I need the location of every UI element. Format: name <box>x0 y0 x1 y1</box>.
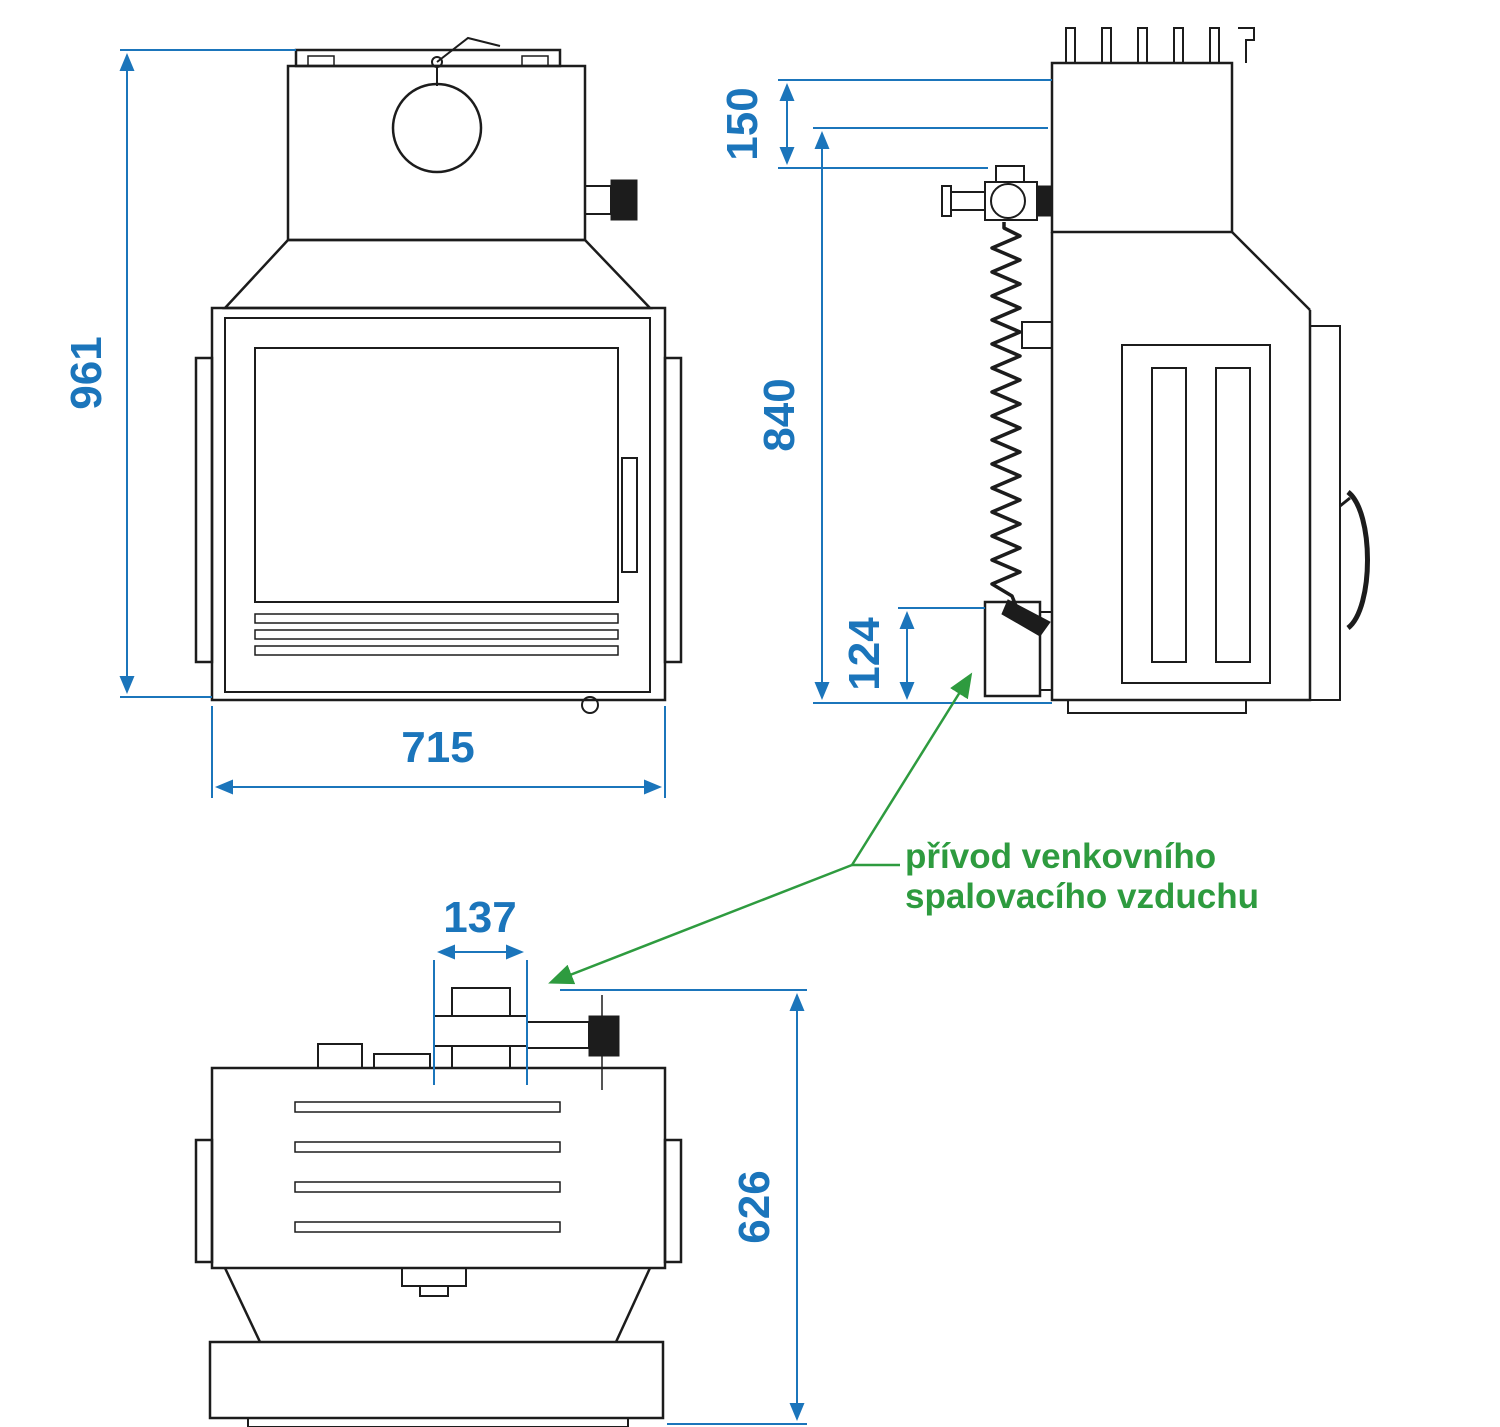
air-valve-end-plate <box>941 185 952 217</box>
bottom-slat <box>294 1221 561 1233</box>
top-fin <box>1173 27 1184 64</box>
annotation-arrow-to-side-view <box>850 672 973 866</box>
dim-label-840: 840 <box>755 378 804 451</box>
top-fin-hook <box>1238 27 1255 63</box>
front-grill-slat <box>254 629 619 640</box>
top-fin <box>1137 27 1148 64</box>
side-door-edge <box>1309 325 1341 701</box>
top-fin <box>1101 27 1112 64</box>
side-body-outline <box>1050 232 1312 702</box>
side-door-handle <box>1346 490 1370 630</box>
air-inlet-connector <box>1039 611 1053 691</box>
front-bottom-knob <box>581 696 599 714</box>
annotation-arrow-to-bottom-view <box>548 863 853 985</box>
side-hood-slope <box>1231 231 1311 311</box>
bottom-body <box>210 1066 667 1270</box>
air-connector-stub <box>451 987 511 1017</box>
bottom-slat <box>294 1181 561 1193</box>
annotation-text-line1: přívod venkovního <box>905 837 1216 876</box>
air-connector-pipe <box>526 1021 590 1049</box>
side-upper-box <box>1050 61 1234 234</box>
top-fin <box>1065 27 1076 64</box>
front-side-strip-left <box>194 356 214 664</box>
air-valve-mount <box>1036 185 1053 217</box>
front-side-stub-cap <box>610 179 638 221</box>
front-door-handle <box>621 457 638 573</box>
dim-label-137: 137 <box>443 893 516 942</box>
air-valve-wheel <box>990 183 1026 219</box>
front-body <box>210 306 667 702</box>
front-door-frame <box>224 317 651 693</box>
bottom-latch-tab <box>401 1267 467 1287</box>
top-fin <box>1209 27 1220 64</box>
top-fitting-small <box>317 1043 363 1069</box>
bottom-hood-slope-left <box>223 1267 262 1343</box>
side-inner-panel <box>1215 367 1251 663</box>
dim-label-715: 715 <box>401 723 474 772</box>
air-valve-top <box>995 165 1025 183</box>
front-top-lid <box>294 48 562 68</box>
front-grill-slat <box>254 645 619 656</box>
bottom-side-strip-left <box>194 1138 214 1264</box>
top-fitting-flat <box>373 1053 431 1069</box>
front-side-stub <box>584 185 612 215</box>
bottom-slat <box>294 1101 561 1113</box>
side-rear-protrusion <box>1021 321 1053 349</box>
damper-handle <box>436 36 501 63</box>
bottom-base-lip <box>247 1417 629 1427</box>
side-view <box>941 27 1370 714</box>
bottom-hood-slope-right <box>614 1267 652 1343</box>
bottom-view <box>194 987 683 1427</box>
dim-label-961: 961 <box>62 336 111 409</box>
front-grill-slat <box>254 613 619 624</box>
side-handle-stub <box>1339 496 1351 508</box>
side-inner-panel <box>1151 367 1187 663</box>
air-valve-body <box>984 181 1038 221</box>
side-inner-frame <box>1121 344 1271 684</box>
dimension-lines <box>119 49 1052 1425</box>
side-base-plate <box>1067 699 1247 714</box>
air-connector-cap <box>588 1015 620 1057</box>
dim-label-150: 150 <box>718 87 767 160</box>
front-view <box>194 36 683 714</box>
air-inlet-hose-end <box>1001 599 1051 637</box>
flexible-air-hose <box>990 222 1022 607</box>
bottom-latch-tip <box>419 1285 449 1297</box>
dim-label-626: 626 <box>730 1170 779 1243</box>
front-upper-box <box>286 64 587 242</box>
flue-outlet-circle <box>391 82 483 174</box>
air-supply-annotation <box>548 672 973 985</box>
dim-label-124: 124 <box>840 617 889 691</box>
bottom-side-strip-right <box>663 1138 683 1264</box>
front-door-glass <box>254 347 619 603</box>
front-lid-tab-right <box>521 55 549 67</box>
bottom-base-box <box>208 1340 665 1420</box>
front-side-strip-right <box>663 356 683 664</box>
front-hood <box>222 238 653 310</box>
annotation-text-line2: spalovacího vzduchu <box>905 877 1259 916</box>
air-connector-flange <box>433 1015 528 1047</box>
bottom-slat <box>294 1141 561 1153</box>
front-lid-tab-left <box>307 55 335 67</box>
